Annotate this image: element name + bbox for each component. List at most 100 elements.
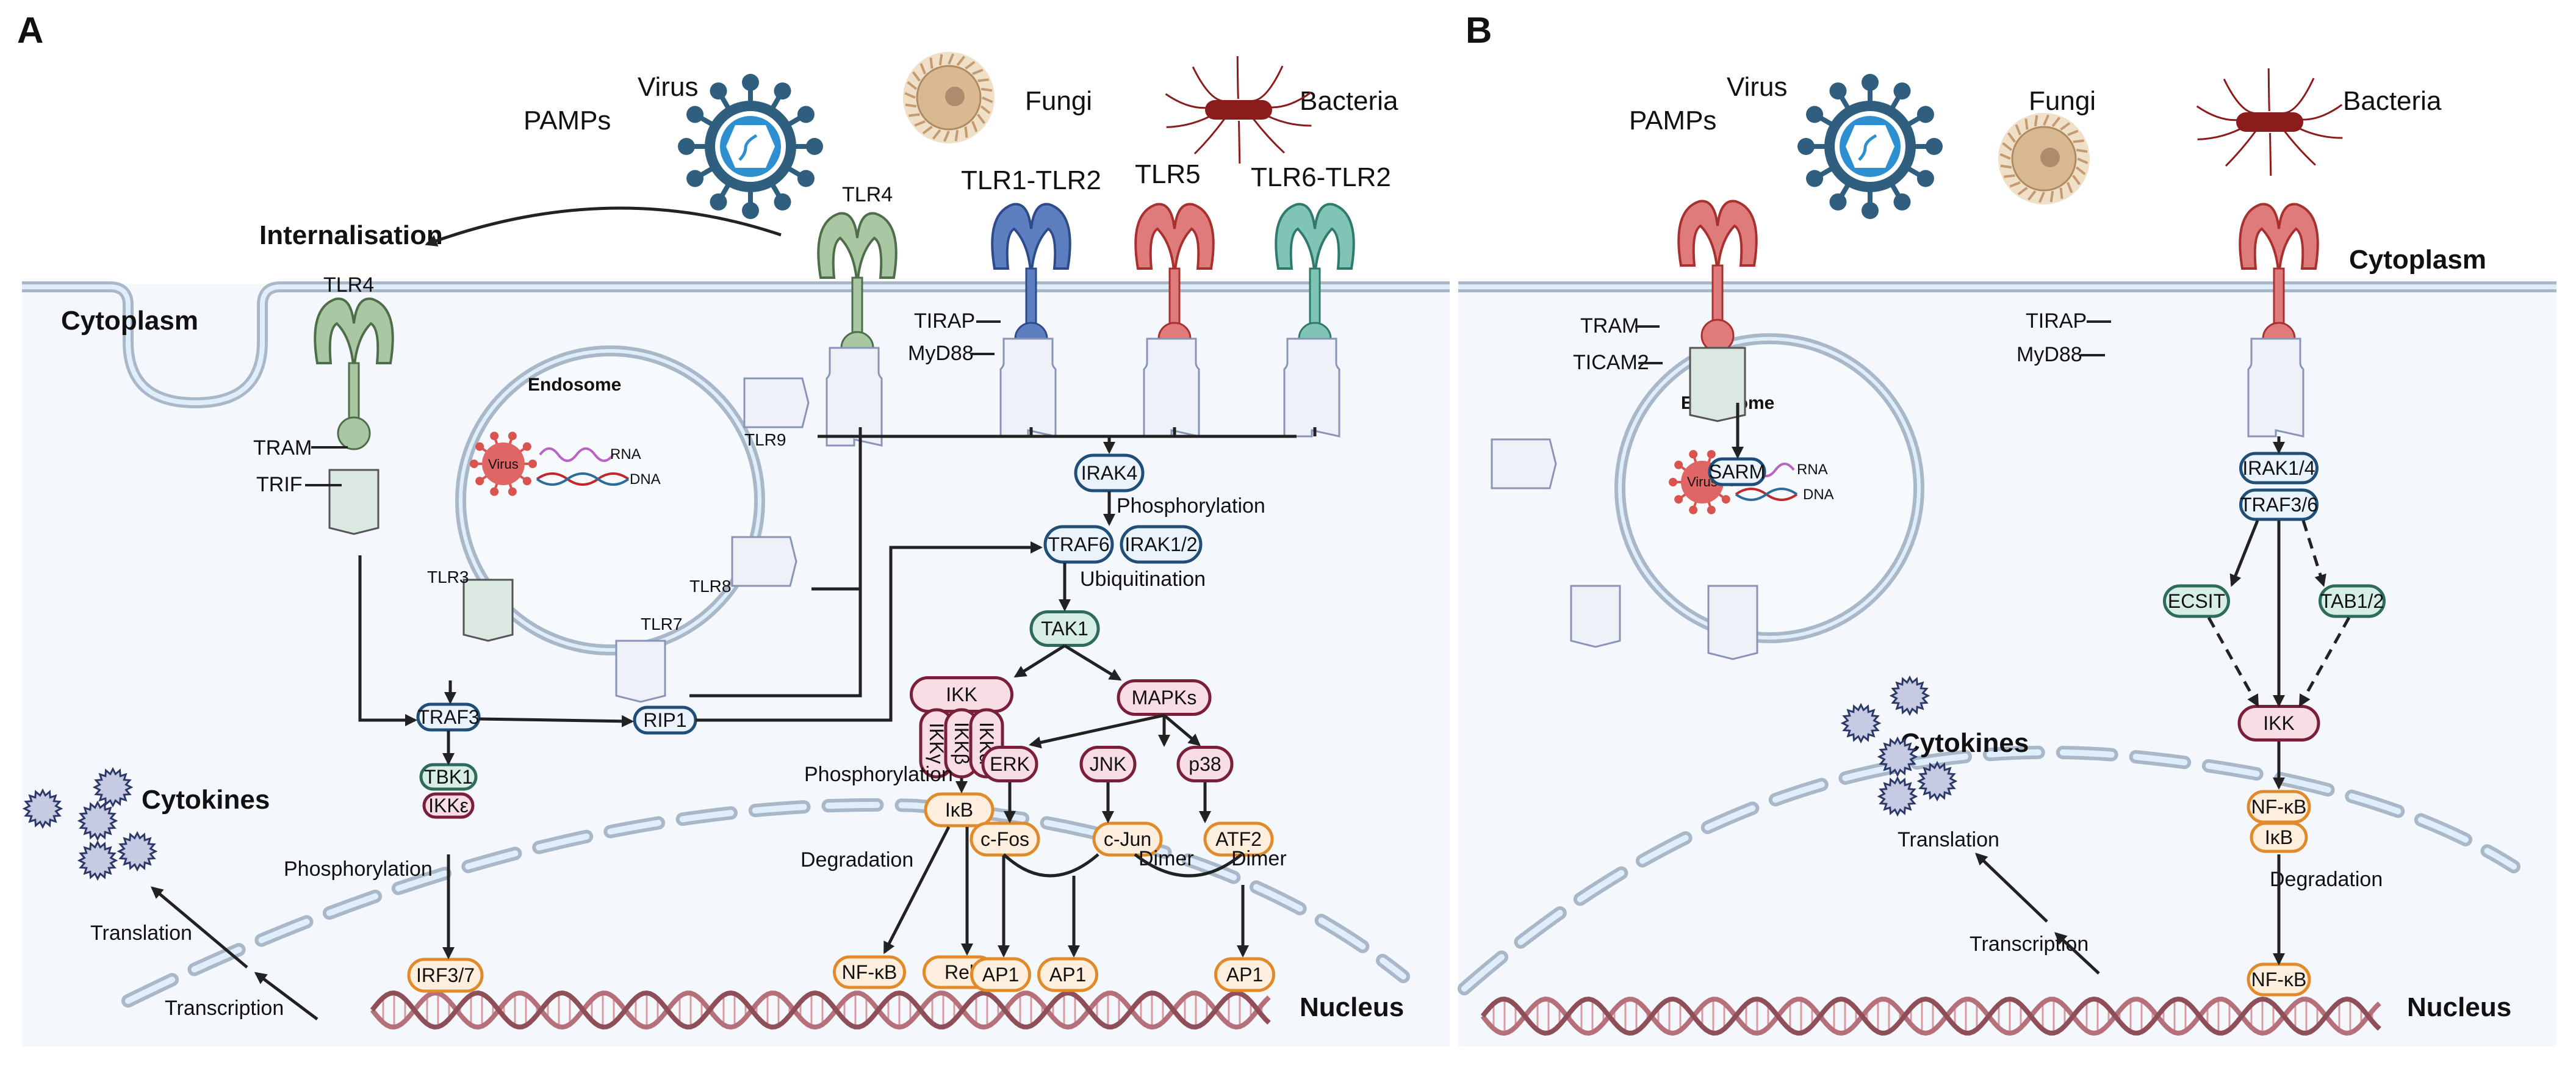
pathway-arrow: [1063, 644, 1122, 681]
pathway-arrow: [1013, 644, 1066, 678]
panel-b: B Virus PAMPs Fungi Bacteria Cytoplasm E…: [1458, 10, 2556, 1047]
node-erk-label: ERK: [990, 753, 1030, 775]
node-tab12: TAB1/2: [2319, 584, 2386, 618]
panel-b-receptors: [1491, 200, 2319, 660]
dimer-bracket: [1002, 853, 1099, 878]
node-p38: p38: [1176, 746, 1234, 782]
node-cjun: c-Jun: [1092, 821, 1163, 857]
node-ikk-label: IKK: [946, 684, 977, 705]
endosomal-tlr-adaptor: [1570, 585, 1621, 648]
node-irf37-label: IRF3/7: [416, 964, 475, 986]
node-ap1_b-label: AP1: [1049, 964, 1086, 986]
internalisation-label: Internalisation: [259, 220, 443, 250]
node-irak14-label: IRAK1/4: [2242, 457, 2315, 479]
myd88-label: MyD88: [908, 342, 974, 365]
panel-b-cytokines-label: Cytokines: [1901, 728, 2029, 758]
tlr-transmembrane: [1309, 267, 1321, 331]
endosome-virus-icon: [470, 431, 537, 496]
node-tak1: TAK1: [1029, 610, 1100, 647]
cytokine-icon: [1916, 760, 1958, 802]
node-irak12: IRAK1/2: [1120, 525, 1203, 564]
node-ap1_b: AP1: [1037, 957, 1098, 992]
node-cjun-label: c-Jun: [1104, 828, 1151, 850]
panel-b-pamps-label: PAMPs: [1629, 106, 1716, 135]
translation-label: Translation: [90, 922, 192, 945]
node-ikk_gamma-label: IKKγ: [926, 723, 948, 764]
endosomal-tlr-adaptor: [1491, 438, 1557, 489]
node-sarm: SARM: [1708, 457, 1766, 486]
tlr-ectodomain: [817, 212, 898, 287]
tlr1-tlr2-label: TLR1-TLR2: [961, 165, 1101, 195]
node-ikke: IKKε: [422, 792, 475, 819]
tir-domain: [1700, 319, 1735, 353]
node-ap1_c: AP1: [1214, 957, 1275, 992]
tlr7-label: TLR7: [641, 615, 682, 633]
node-nfkb_nuclear-label: NF-κB: [2251, 969, 2307, 990]
myd88-adaptor: [826, 347, 883, 447]
tlr3-label: TLR3: [427, 568, 469, 586]
dimer-bracket: [1134, 853, 1243, 878]
tlr-transmembrane: [1025, 267, 1037, 331]
pathway-arrow: [2207, 616, 2259, 707]
node-nfkb: NF-κB: [833, 955, 906, 989]
panel-b-dna-label: DNA: [1803, 486, 1834, 503]
node-ikk-label: IKK: [2263, 712, 2295, 734]
tlr6-tlr2-label: TLR6-TLR2: [1251, 162, 1391, 192]
phosphorylation-label-3: Phosphorylation: [284, 857, 433, 881]
node-tbk1: TBK1: [419, 763, 478, 791]
panel-a-arrows: [150, 427, 1317, 1020]
tlr4-surface-label: TLR4: [842, 183, 893, 206]
panel-b-transcription-label: Transcription: [1970, 933, 2089, 956]
tlr7-adaptor: [615, 640, 666, 703]
node-cfos: c-Fos: [970, 821, 1040, 857]
node-ikk: IKK: [910, 676, 1013, 713]
panel-b-dna-helix: [1480, 996, 2381, 1036]
panel-b-nucleus-label: Nucleus: [2407, 992, 2511, 1022]
pathway-arrow: [1029, 713, 1165, 749]
myd88-adaptor: [1143, 337, 1200, 438]
node-rel-label: Rel: [944, 961, 974, 983]
pathway-arrow: [1975, 853, 2048, 923]
tlr-transmembrane: [348, 362, 360, 425]
phosphorylation-label-1: Phosphorylation: [1117, 494, 1265, 518]
node-rip1: RIP1: [633, 705, 697, 735]
cytokine-icon: [117, 831, 158, 872]
tlr5-label: TLR5: [1135, 159, 1201, 189]
dimer-label-1: Dimer: [1139, 847, 1194, 870]
node-traf6-label: TRAF6: [1048, 533, 1109, 555]
transcription-label: Transcription: [165, 997, 284, 1020]
dna-strand-icon: [536, 472, 630, 486]
node-mapks: MAPKs: [1117, 679, 1212, 716]
tlr-ectodomain: [314, 297, 394, 373]
panel-b-arrows: [1732, 403, 2351, 975]
node-traf3: TRAF3: [416, 702, 481, 732]
myd88-adaptor: [999, 337, 1057, 438]
tlr-transmembrane: [851, 276, 863, 340]
internalisation-arrow: [425, 206, 782, 247]
panel-b-cytokines-cluster: [1840, 675, 1958, 817]
panel-a-cytokines-cluster: [22, 767, 158, 881]
fungi-icon: [1998, 113, 2090, 204]
cytokine-icon: [22, 788, 63, 829]
node-ap1_a-label: AP1: [982, 964, 1019, 986]
panel-a-virus-label: Virus: [638, 72, 698, 102]
cytokine-icon: [92, 767, 134, 808]
tlr8-adaptor: [731, 536, 797, 587]
node-ikk_beta-label: IKKβ: [951, 722, 973, 765]
tlr-transmembrane: [1711, 264, 1724, 328]
panel-b-letter: B: [1466, 10, 1492, 51]
node-tab12-label: TAB1/2: [2320, 590, 2384, 612]
node-ecsit-label: ECSIT: [2168, 590, 2225, 612]
node-ikb-label: IκB: [945, 799, 973, 821]
node-nfkb_nuclear: NF-κB: [2247, 962, 2311, 997]
node-irak4: IRAK4: [1074, 453, 1145, 493]
tlr-ectodomain: [991, 203, 1071, 278]
node-irak14: IRAK1/4: [2239, 452, 2319, 485]
node-sarm-label: SARM: [1709, 461, 1765, 483]
pathway-arrow: [1163, 714, 1201, 746]
panel-b-bacteria-label: Bacteria: [2343, 86, 2442, 116]
tlr8-label: TLR8: [689, 577, 731, 596]
tlr-ectodomain: [1677, 200, 1758, 275]
node-nfkb-label: NF-κB: [2251, 796, 2307, 818]
